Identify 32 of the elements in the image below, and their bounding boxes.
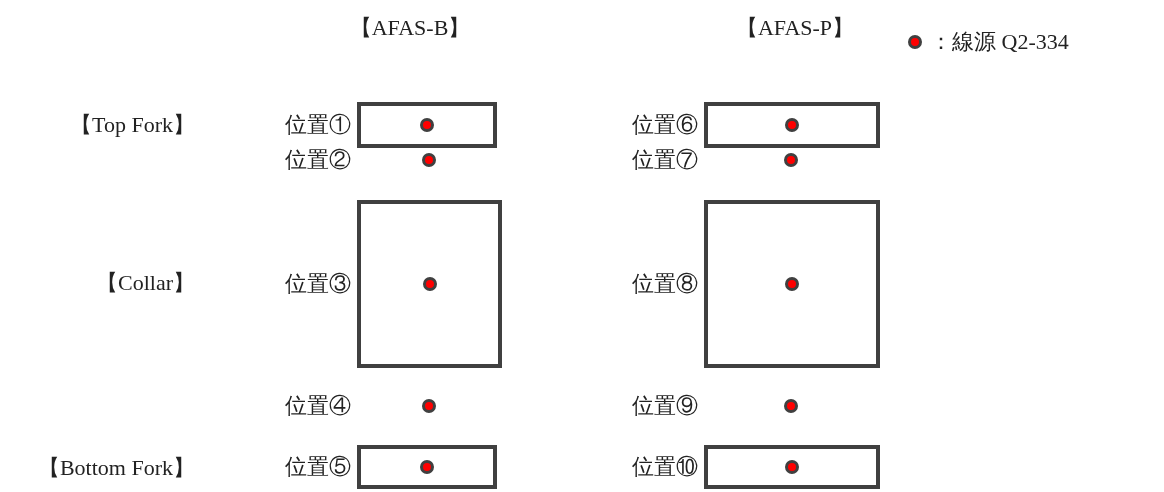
source-dot xyxy=(785,118,799,132)
source-dot xyxy=(785,277,799,291)
source-dot xyxy=(420,460,434,474)
frame-box xyxy=(704,200,880,368)
source-dot xyxy=(422,277,437,291)
source-dot xyxy=(785,460,799,474)
column-heading: 【AFAS-B】 xyxy=(348,15,472,41)
column-heading: 【AFAS-P】 xyxy=(734,15,856,41)
source-dot xyxy=(420,118,434,132)
position-label: 位置⑥ xyxy=(632,112,698,138)
frame-box xyxy=(704,102,880,148)
source-dot xyxy=(422,153,436,167)
position-label: 位置⑦ xyxy=(632,147,698,173)
row-heading: 【Collar】 xyxy=(96,270,195,296)
position-label: 位置③ xyxy=(285,271,351,297)
frame-box xyxy=(704,445,880,489)
row-heading: 【Bottom Fork】 xyxy=(37,455,195,481)
legend-text: ：線源 Q2-334 xyxy=(930,29,1069,55)
position-label: 位置⑨ xyxy=(632,393,698,419)
position-label: 位置② xyxy=(285,147,351,173)
frame-box xyxy=(357,200,502,368)
source-dot xyxy=(784,153,798,167)
frame-box xyxy=(357,102,497,148)
source-dot xyxy=(784,399,798,413)
position-label: 位置⑧ xyxy=(632,271,698,297)
position-label: 位置① xyxy=(285,112,351,138)
row-heading: 【Top Fork】 xyxy=(70,112,195,138)
position-label: 位置⑩ xyxy=(632,454,698,480)
source-dot xyxy=(422,399,436,413)
position-label: 位置⑤ xyxy=(285,454,351,480)
frame-box xyxy=(357,445,497,489)
position-label: 位置④ xyxy=(285,393,351,419)
